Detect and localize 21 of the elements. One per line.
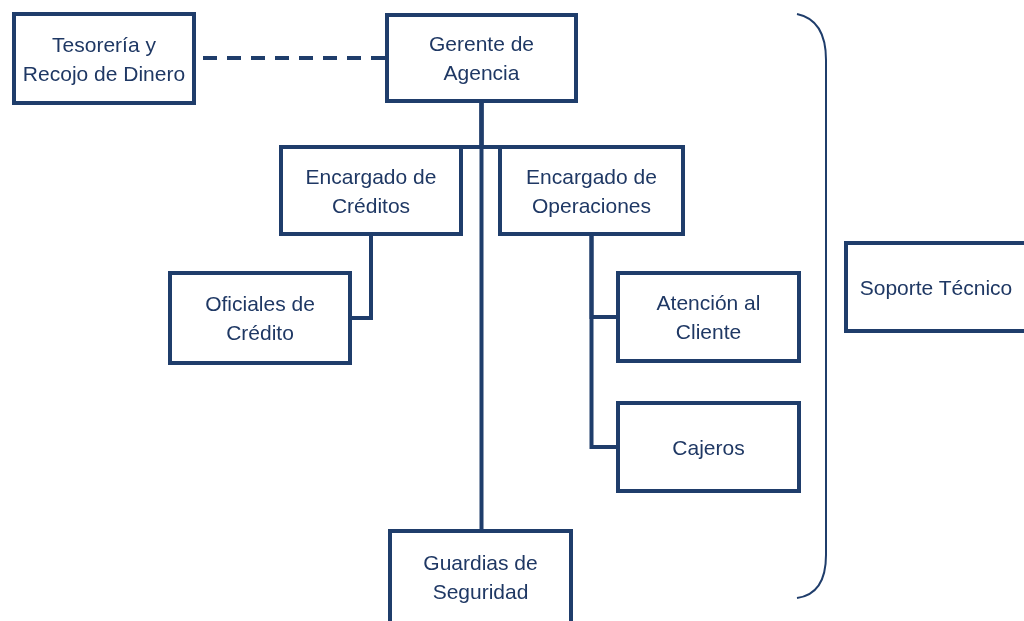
connector-line: [589, 236, 616, 449]
role-label: Encargado de Créditos: [304, 163, 438, 219]
org-box: [388, 529, 573, 621]
role-label: Atención al Cliente: [655, 290, 762, 345]
org-box: [12, 12, 196, 105]
org-box: [616, 401, 801, 493]
role-label: Encargado de Operaciones: [525, 163, 658, 219]
role-label: Soporte Técnico: [859, 274, 1013, 301]
role-label: Cajeros: [672, 434, 745, 461]
org-box: [844, 241, 1024, 333]
role-label: Tesorería y Recojo de Dinero: [22, 31, 186, 87]
org-box: [498, 145, 685, 236]
org-box: [385, 13, 578, 103]
role-label: Gerente de Agencia: [427, 31, 536, 86]
org-box: [168, 271, 352, 365]
role-label: Guardias de Seguridad: [422, 550, 539, 605]
connector-line: [479, 103, 484, 529]
connector-line: [352, 236, 373, 320]
org-box: [616, 271, 801, 363]
org-box: [279, 145, 463, 236]
role-label: Oficiales de Crédito: [204, 291, 316, 346]
